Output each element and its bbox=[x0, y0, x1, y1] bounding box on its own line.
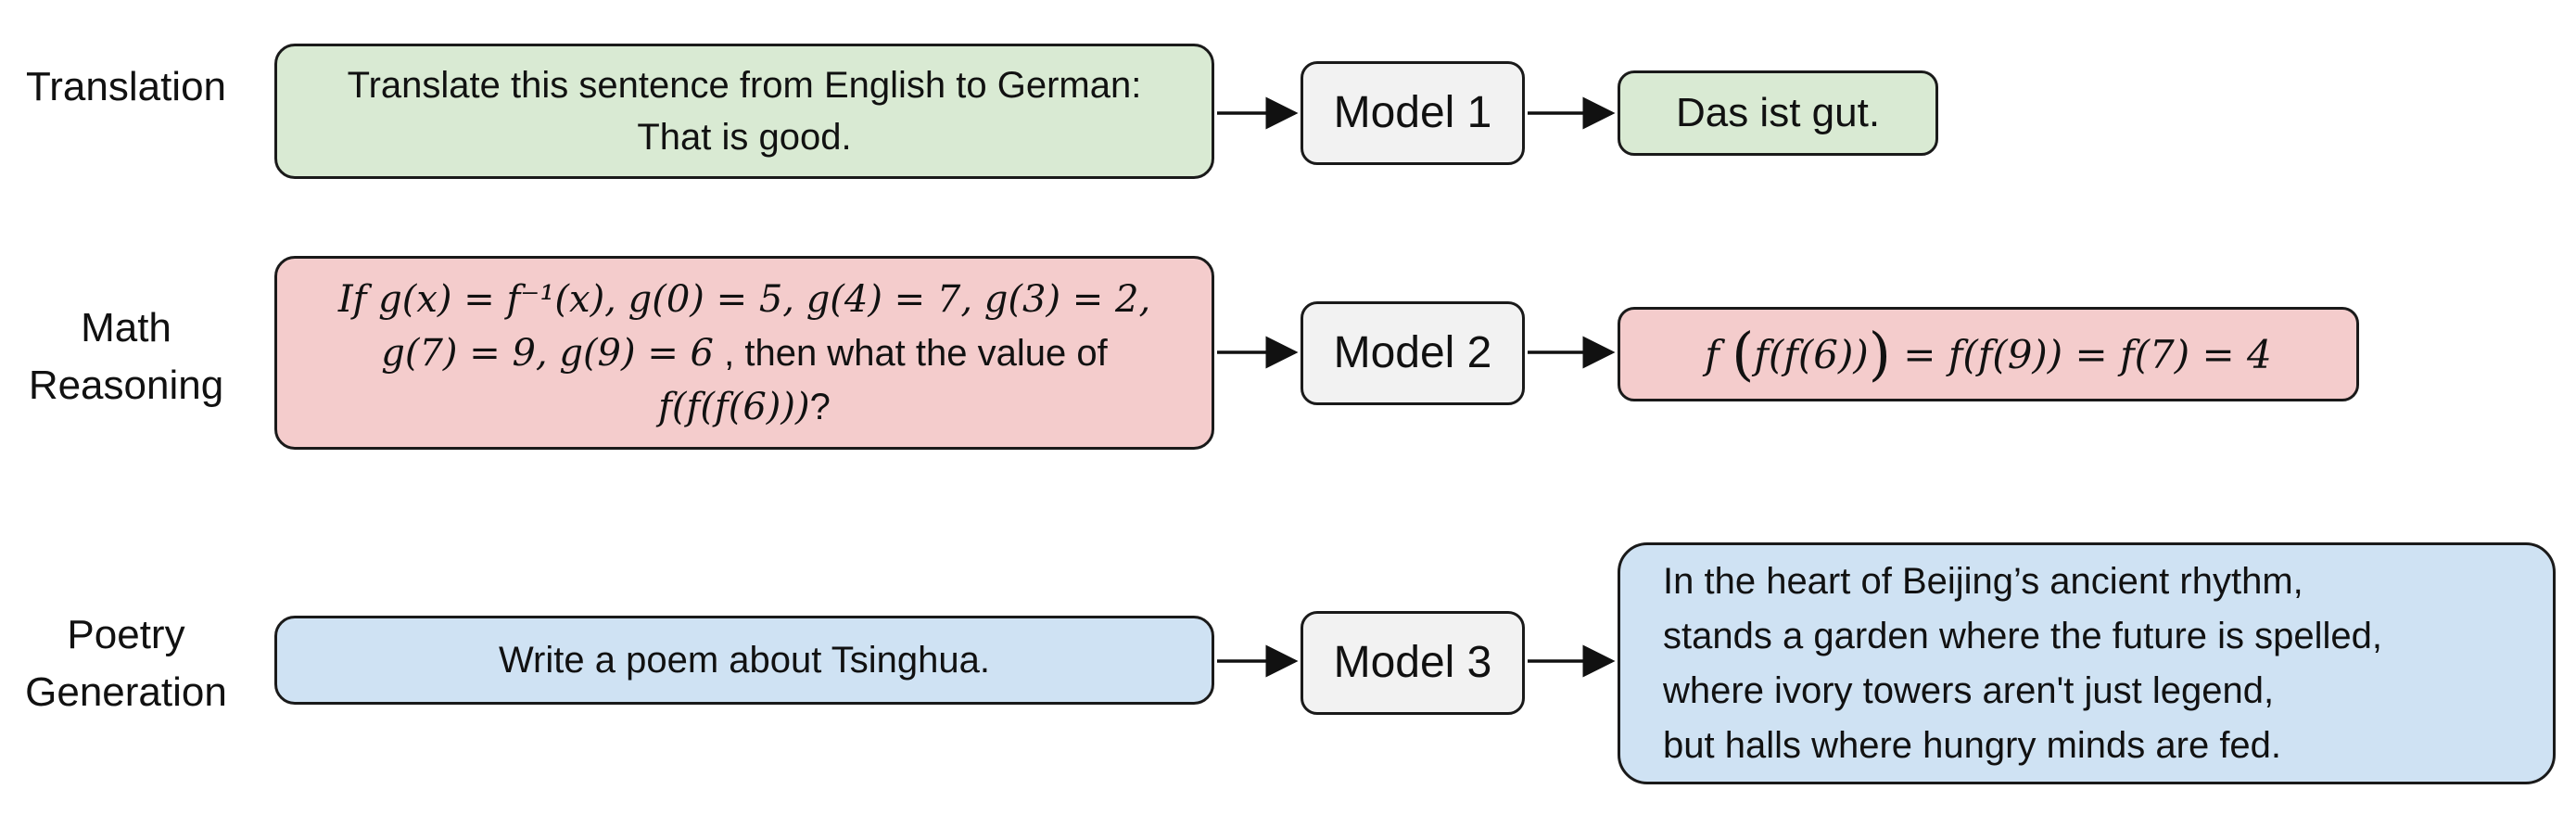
translation-input-line-2: That is good. bbox=[637, 117, 852, 158]
math-output-close-paren: ) bbox=[1868, 319, 1891, 388]
model-2-box: Model 2 bbox=[1301, 301, 1525, 405]
poetry-input-box: Write a poem about Tsinghua. bbox=[274, 616, 1214, 705]
translation-input-line-1: Translate this sentence from English to … bbox=[347, 65, 1142, 106]
row-label-poetry-generation: Poetry Generation bbox=[25, 612, 227, 715]
math-input-line-3-text: ? bbox=[809, 386, 831, 427]
translation-input-box: Translate this sentence from English to … bbox=[274, 44, 1214, 179]
math-output-open-paren: ( bbox=[1732, 319, 1755, 388]
model-1-box: Model 1 bbox=[1301, 61, 1525, 165]
math-input-box: If g(x) = f⁻¹(x), g(0) = 5, g(4) = 7, g(… bbox=[274, 256, 1214, 450]
translation-output-box: Das ist gut. bbox=[1618, 70, 1938, 156]
poem-lines: In the heart of Beijing’s ancient rhythm… bbox=[1663, 554, 2382, 773]
math-output-inner: f(f(6)) bbox=[1754, 331, 1869, 377]
math-input-line-3-formula: f(f(f(6))) bbox=[658, 385, 810, 428]
math-output-rest: = f(f(9)) = f(7) = 4 bbox=[1890, 331, 2272, 377]
math-output-box: f (f(f(6))) = f(f(9)) = f(7) = 4 bbox=[1618, 307, 2359, 401]
poem-line-1: In the heart of Beijing’s ancient rhythm… bbox=[1663, 560, 2303, 602]
math-input-line-2: g(7) = 9, g(9) = 6 , then what the value… bbox=[338, 326, 1150, 380]
math-input-line-2-formula: g(7) = 9, g(9) = 6 bbox=[381, 331, 714, 375]
model-3-box: Model 3 bbox=[1301, 611, 1525, 715]
poem-line-4: but halls where hungry minds are fed. bbox=[1663, 724, 2282, 766]
poetry-output-box: In the heart of Beijing’s ancient rhythm… bbox=[1618, 542, 2556, 784]
math-input-line-2-text: , then what the value of bbox=[714, 332, 1108, 374]
math-output-f: f bbox=[1705, 331, 1719, 377]
poem-line-3: where ivory towers aren't just legend, bbox=[1663, 669, 2275, 711]
row-label-math-reasoning: Math Reasoning bbox=[28, 305, 224, 408]
poem-line-2: stands a garden where the future is spel… bbox=[1663, 615, 2383, 656]
math-input-line-3: f(f(f(6)))? bbox=[338, 380, 1150, 434]
math-output-formula: f (f(f(6))) = f(f(9)) = f(7) = 4 bbox=[1705, 325, 2272, 382]
math-input-line-1: If g(x) = f⁻¹(x), g(0) = 5, g(4) = 7, g(… bbox=[337, 277, 1151, 321]
row-label-translation: Translation bbox=[25, 64, 227, 109]
